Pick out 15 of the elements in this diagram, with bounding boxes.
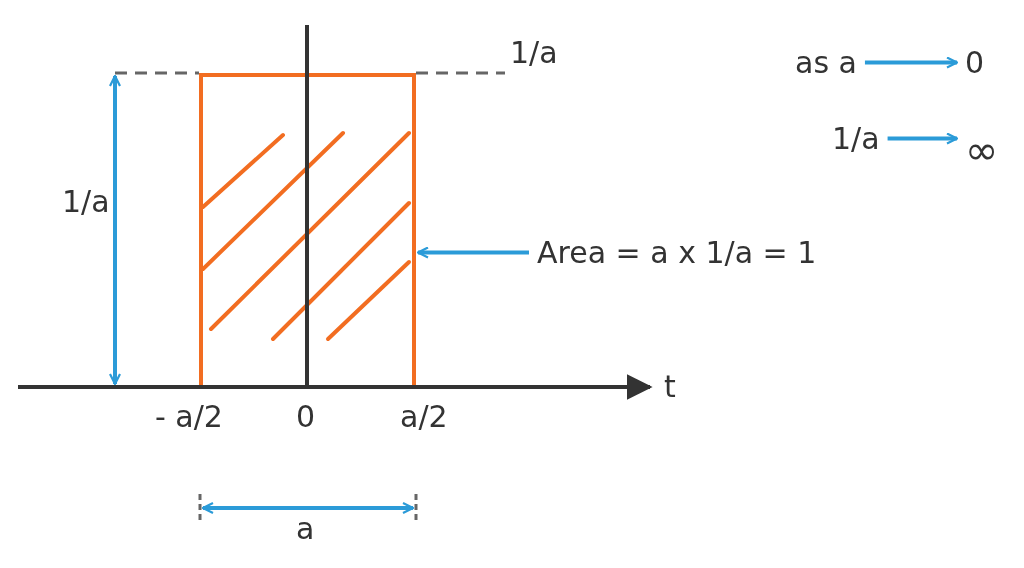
arrow — [416, 246, 529, 259]
tick-label: a/2 — [400, 400, 448, 433]
tick-label: 0 — [296, 400, 316, 433]
arrow — [864, 56, 959, 69]
height-label: 1/a — [62, 185, 110, 218]
fraction-text: 1/a — [832, 122, 880, 155]
axis-label: t — [664, 370, 676, 403]
height-label: 1/a — [510, 36, 558, 69]
limit-text: as a — [795, 46, 857, 79]
tick-label: - a/2 — [155, 400, 223, 433]
limit-value: 0 — [965, 46, 985, 79]
infinity-symbol: ∞ — [965, 128, 999, 172]
area-formula: Area = a x 1/a = 1 — [537, 236, 817, 269]
arrow — [887, 132, 959, 145]
width-label: a — [296, 512, 315, 545]
